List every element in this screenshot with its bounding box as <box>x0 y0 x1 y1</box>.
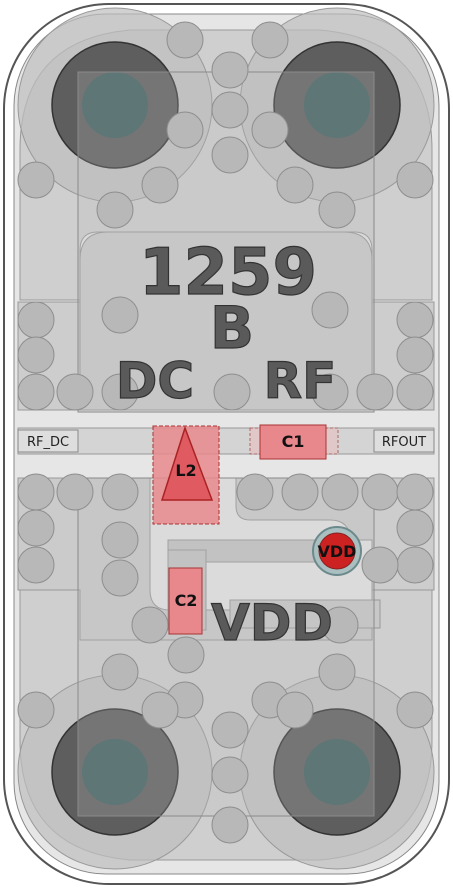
via <box>17 509 55 547</box>
via <box>396 546 434 584</box>
via <box>101 296 139 334</box>
via <box>321 606 359 644</box>
via <box>17 373 55 411</box>
via <box>321 473 359 511</box>
silk-rf-label: RF <box>264 352 337 410</box>
rf-trace <box>17 427 435 455</box>
via <box>276 691 314 729</box>
via <box>251 21 289 59</box>
via <box>396 373 434 411</box>
via <box>17 161 55 199</box>
via <box>166 111 204 149</box>
via <box>17 546 55 584</box>
via <box>101 373 139 411</box>
vdd-pad[interactable] <box>318 532 356 570</box>
via <box>396 509 434 547</box>
via <box>17 473 55 511</box>
via <box>396 691 434 729</box>
c2-label: C2 <box>175 591 198 610</box>
silk-vdd-label: VDD <box>211 594 333 652</box>
silk-part-number: 1259 <box>139 236 317 310</box>
via <box>211 91 249 129</box>
via <box>318 191 356 229</box>
via <box>211 806 249 844</box>
via <box>131 606 169 644</box>
via <box>101 473 139 511</box>
via <box>318 653 356 691</box>
via <box>211 756 249 794</box>
l2-component[interactable] <box>160 425 214 501</box>
vdd-pad-label: VDD <box>318 542 357 561</box>
via <box>361 473 399 511</box>
l2-label: L2 <box>175 461 196 480</box>
via <box>141 166 179 204</box>
via <box>236 473 274 511</box>
via <box>311 373 349 411</box>
via <box>211 51 249 89</box>
via <box>17 336 55 374</box>
port-rfout: RFOUT <box>382 435 426 450</box>
via <box>17 691 55 729</box>
via <box>396 301 434 339</box>
port-rfout-box <box>373 429 435 453</box>
via <box>101 559 139 597</box>
via <box>396 161 434 199</box>
via <box>213 373 251 411</box>
via <box>101 653 139 691</box>
via <box>101 521 139 559</box>
via <box>396 336 434 374</box>
via <box>396 473 434 511</box>
via <box>281 473 319 511</box>
mount-hole-core <box>82 72 148 138</box>
mount-hole-core <box>82 739 148 805</box>
c2-component[interactable] <box>168 567 203 635</box>
port-rf-dc: RF_DC <box>27 435 69 450</box>
via <box>56 473 94 511</box>
c1-component[interactable] <box>259 424 327 460</box>
via <box>166 21 204 59</box>
center-ground-plane <box>79 231 373 411</box>
via <box>56 373 94 411</box>
via <box>211 136 249 174</box>
c1-label: C1 <box>282 432 305 451</box>
via <box>211 711 249 749</box>
via <box>361 546 399 584</box>
port-rf-dc-box <box>17 429 79 453</box>
mount-hole-core <box>304 72 370 138</box>
via <box>311 291 349 329</box>
via <box>17 301 55 339</box>
keepout-top <box>77 71 375 413</box>
silk-revision: B <box>210 294 254 362</box>
via <box>356 373 394 411</box>
silk-dc-label: DC <box>116 352 194 410</box>
via <box>141 691 179 729</box>
via <box>167 636 205 674</box>
lower-ground-plane <box>17 477 373 641</box>
via <box>96 191 134 229</box>
via <box>251 111 289 149</box>
via <box>276 166 314 204</box>
mount-hole-core <box>304 739 370 805</box>
via-array <box>17 21 434 844</box>
